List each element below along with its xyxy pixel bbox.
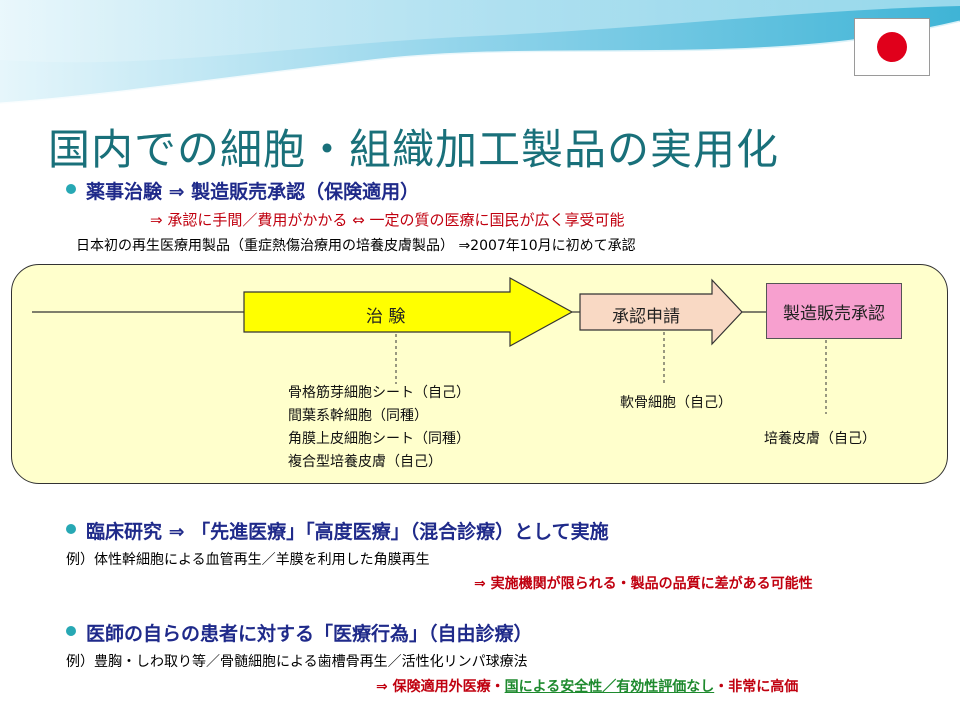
section3-conclusion: ⇒ 保険適用外医療・国による安全性／有効性評価なし・非常に高価 — [376, 676, 798, 696]
section2-example: 例）体性幹細胞による血管再生／羊膜を利用した角膜再生 — [66, 552, 430, 568]
trial-item-list: 骨格筋芽細胞シート（自己） 間葉系幹細胞（同種） 角膜上皮細胞シート（同種） 複… — [288, 382, 470, 474]
flag-sun — [877, 32, 907, 62]
approval-item: 培養皮膚（自己） — [764, 431, 876, 447]
section1-heading: 薬事治験 ⇒ 製造販売承認（保険適用） — [86, 181, 420, 203]
bullet-dot-icon — [66, 626, 76, 636]
conclusion-part-c: ・非常に高価 — [714, 679, 799, 695]
bullet-dot-icon — [66, 524, 76, 534]
conclusion-part-a: ⇒ 保険適用外医療・ — [376, 679, 505, 695]
conclusion-part-b: 国による安全性／有効性評価なし — [504, 679, 715, 695]
section3-example: 例）豊胸・しわ取り等／骨髄細胞による歯槽骨再生／活性化リンパ球療法 — [66, 654, 528, 670]
trial-item: 角膜上皮細胞シート（同種） — [288, 431, 470, 447]
japan-flag-icon — [854, 18, 930, 76]
approval-label: 製造販売承認 — [783, 303, 885, 324]
trial-label: 治 験 — [366, 307, 406, 327]
section3-heading: 医師の自らの患者に対する「医療行為」（自由診療） — [86, 623, 533, 645]
header-wave-decoration — [0, 0, 960, 106]
page-title: 国内での細胞・組織加工製品の実用化 — [48, 125, 780, 174]
section2-heading: 臨床研究 ⇒ 「先進医療」「高度医療」（混合診療）として実施 — [86, 521, 609, 543]
bullet-dot-icon — [66, 184, 76, 194]
approval-box: 製造販売承認 — [766, 283, 902, 339]
application-item: 軟骨細胞（自己） — [620, 395, 732, 411]
section1-note: 日本初の再生医療用製品（重症熱傷治療用の培養皮膚製品） ⇒2007年10月に初め… — [76, 238, 636, 254]
section1-subtext: ⇒ 承認に手間／費用がかかる ⇔ 一定の質の医療に国民が広く享受可能 — [150, 211, 625, 229]
trial-item: 複合型培養皮膚（自己） — [288, 454, 442, 470]
application-label: 承認申請 — [612, 307, 680, 327]
trial-item: 骨格筋芽細胞シート（自己） — [288, 385, 470, 401]
trial-item: 間葉系幹細胞（同種） — [288, 408, 428, 424]
section2-conclusion: ⇒ 実施機関が限られる・製品の品質に差がある可能性 — [474, 576, 813, 592]
